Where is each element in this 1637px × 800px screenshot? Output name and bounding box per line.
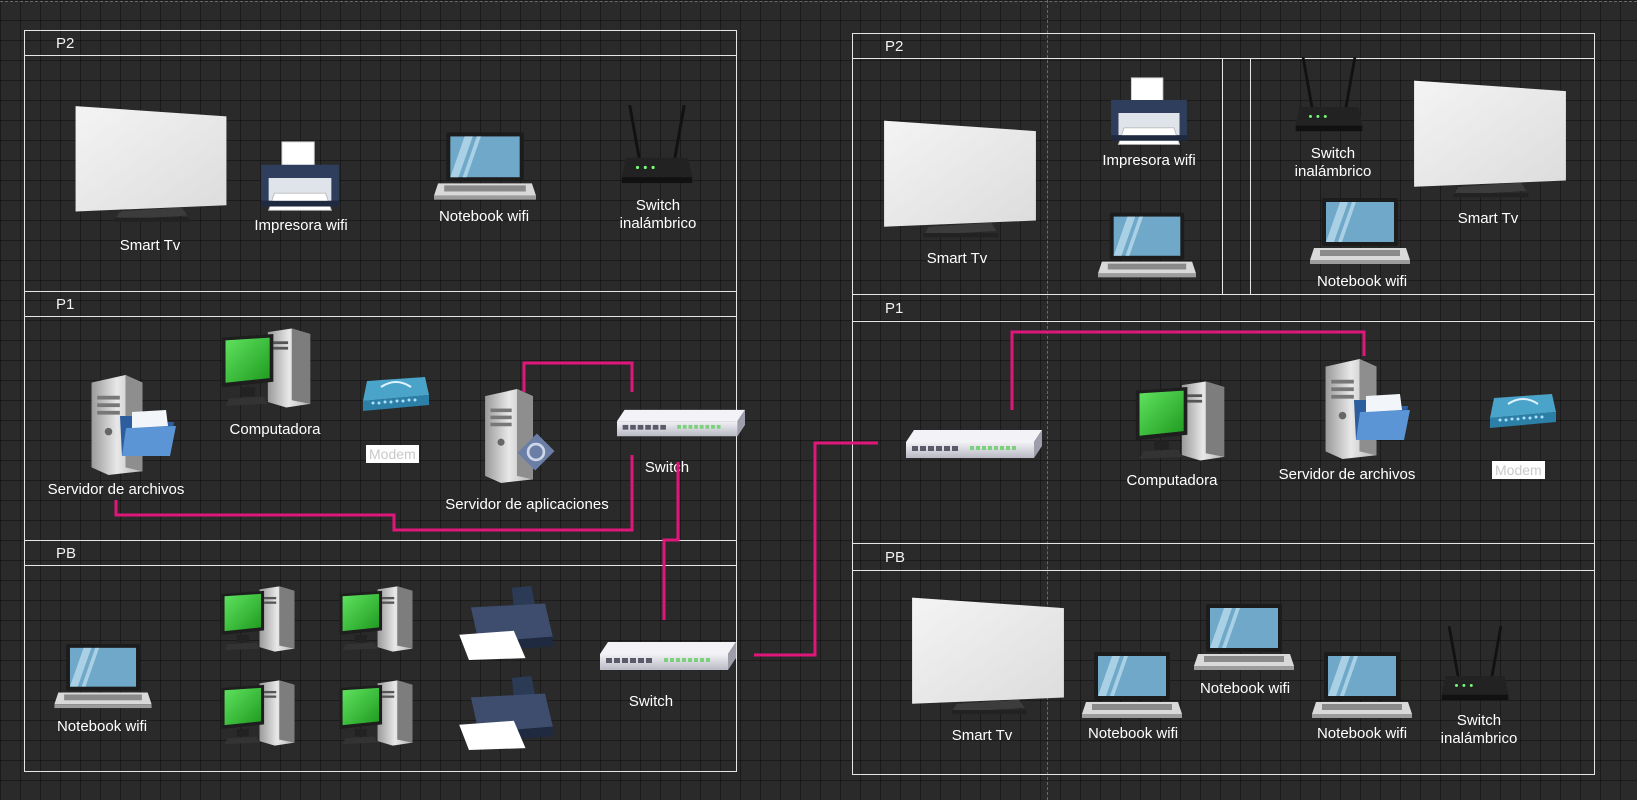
link-pb-switch-to-right-switch[interactable] — [754, 441, 878, 657]
device-label-notebook: Notebook wifi — [438, 208, 530, 225]
lane-pb[interactable] — [24, 565, 737, 772]
device-label-wireless-switch: Switch inalámbrico — [1295, 145, 1372, 181]
device-label-file-server: Servidor de archivos — [1278, 466, 1416, 483]
guide-line-horizontal — [0, 1, 1637, 2]
device-label-smart-tv: Smart Tv — [926, 250, 988, 267]
device-label-notebook: Notebook wifi — [1316, 273, 1408, 290]
device-label-text: Switch inalámbrico — [1294, 145, 1372, 180]
device-label-notebook: Notebook wifi — [1316, 725, 1408, 742]
lane-title-p2: P2 — [885, 38, 904, 55]
device-label-printer: Impresora wifi — [1102, 152, 1196, 169]
device-label-text: Switch inalámbrico — [1440, 712, 1518, 747]
device-label-computer: Computadora — [1126, 472, 1218, 489]
device-label-notebook: Notebook wifi — [1087, 725, 1179, 742]
lane-pb[interactable] — [852, 570, 1595, 775]
lane-title-p2: P2 — [56, 35, 75, 52]
device-label-printer: Impresora wifi — [254, 217, 348, 234]
link-app-server-to-switch[interactable] — [522, 361, 634, 392]
device-label-file-server: Servidor de archivos — [47, 481, 185, 498]
device-label-modem: Modem — [1492, 461, 1545, 479]
device-label-text: Switch inalámbrico — [619, 197, 697, 232]
device-label-switch: Switch — [628, 693, 674, 710]
device-label-notebook: Notebook wifi — [1199, 680, 1291, 697]
device-label-modem: Modem — [366, 445, 419, 463]
lane-title-pb: PB — [885, 549, 906, 566]
device-label-wireless-switch: Switch inalámbrico — [1441, 712, 1518, 748]
device-label-wireless-switch: Switch inalámbrico — [620, 197, 697, 233]
link-right-switch-to-server[interactable] — [1010, 330, 1366, 410]
lane-title-p1: P1 — [885, 300, 904, 317]
device-label-notebook: Notebook wifi — [56, 718, 148, 735]
link-p1-switch-to-pb-switch[interactable] — [662, 462, 680, 620]
device-label-smart-tv: Smart Tv — [951, 727, 1013, 744]
device-label-smart-tv: Smart Tv — [119, 237, 181, 254]
device-label-app-server: Servidor de aplicaciones — [445, 496, 609, 513]
guide-line-vertical — [1047, 0, 1048, 800]
device-label-smart-tv: Smart Tv — [1457, 210, 1519, 227]
lane-title-p1: P1 — [56, 296, 75, 313]
lane-title-pb: PB — [56, 545, 77, 562]
device-label-computer: Computadora — [229, 421, 321, 438]
link-file-server-to-switch[interactable] — [114, 455, 634, 532]
